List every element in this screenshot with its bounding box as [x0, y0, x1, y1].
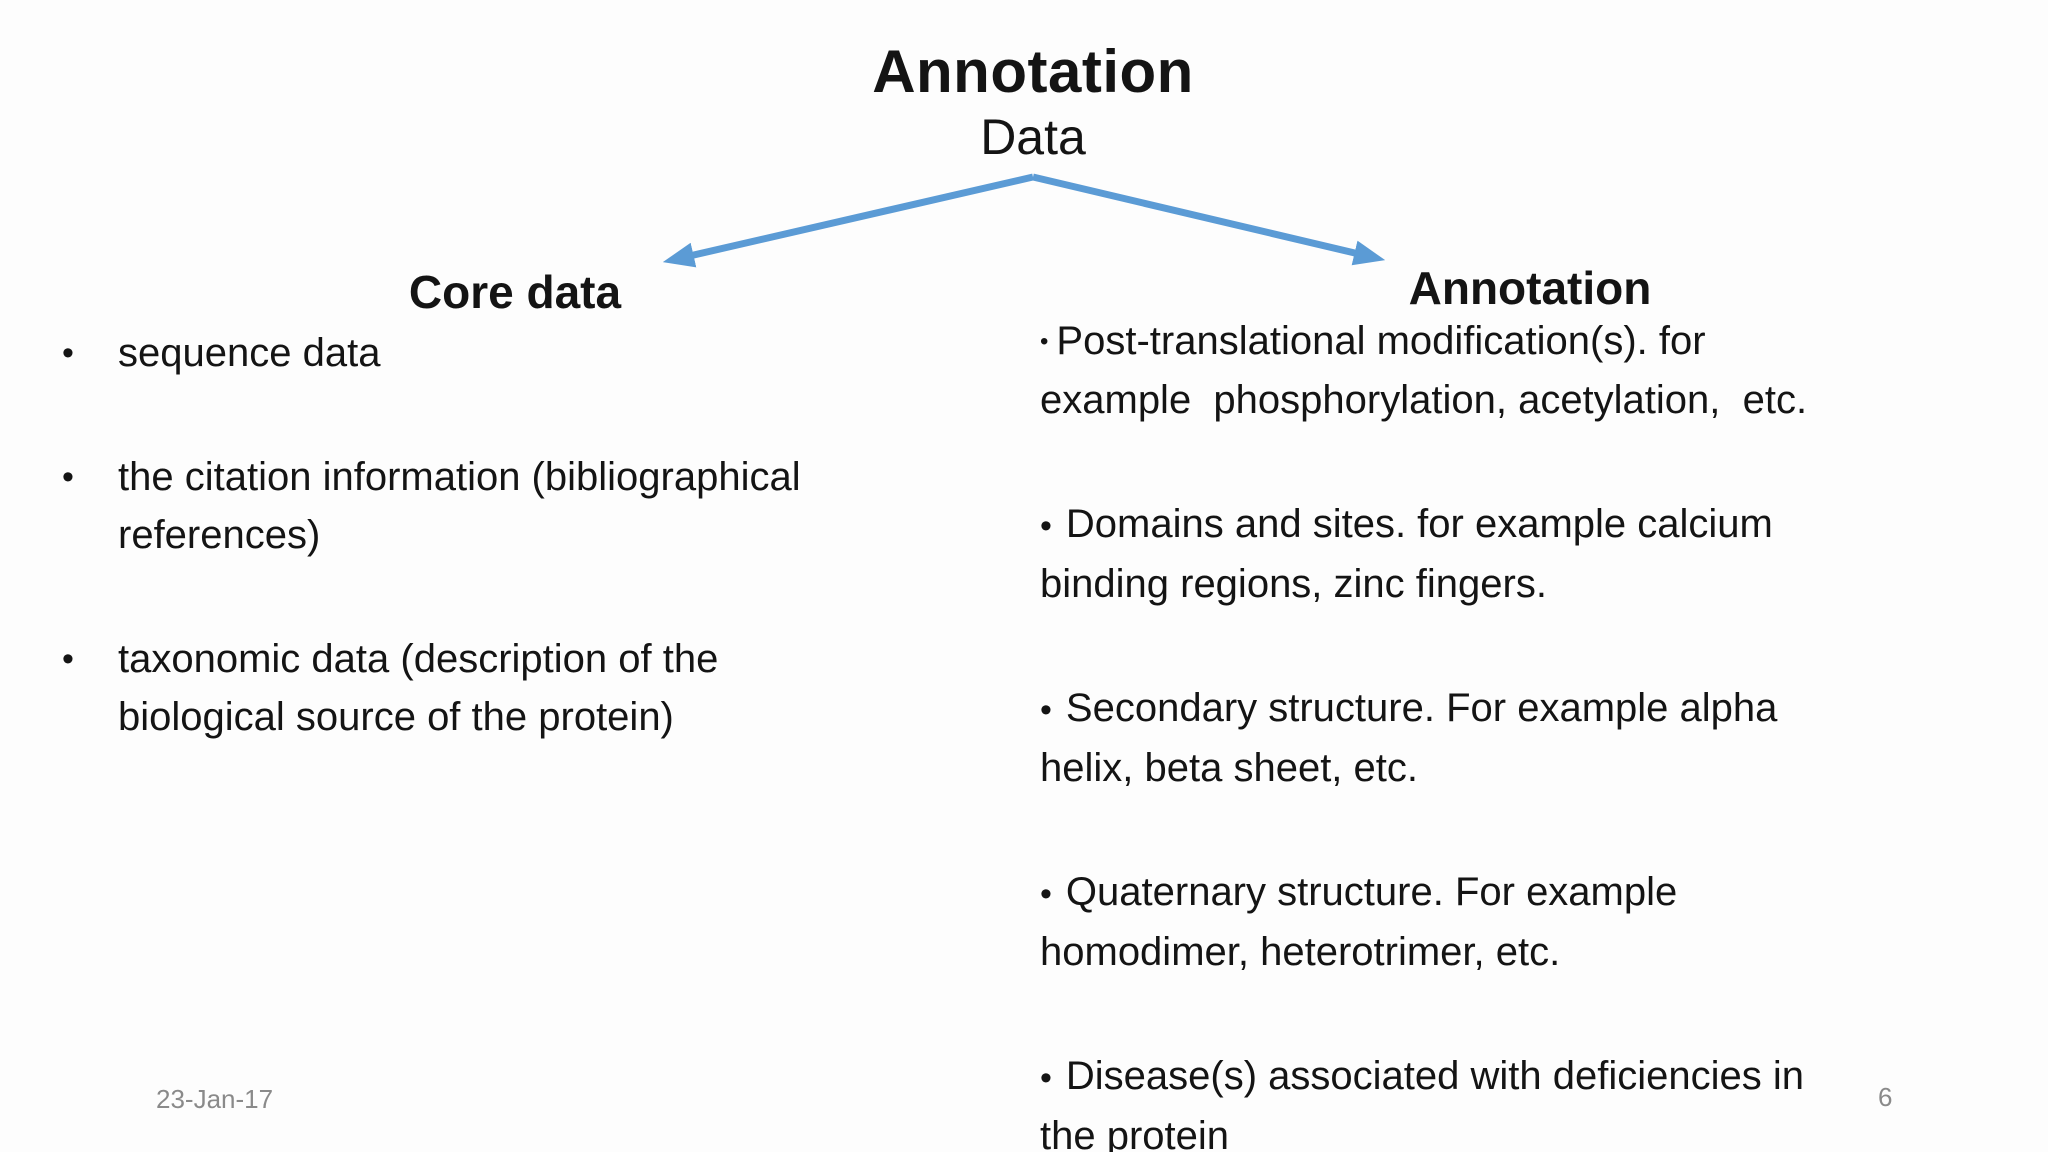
- bullet-text: Post-translational modification(s). for: [1056, 319, 1706, 363]
- left-branch-arrow: [662, 173, 1034, 268]
- bullet-text: taxonomic data (description of the biolo…: [118, 630, 990, 746]
- bullet-marker: •: [1040, 328, 1049, 355]
- bullet-line: the citation information (bibliographica…: [118, 455, 801, 499]
- list-item: • taxonomic data (description of the bio…: [40, 630, 990, 746]
- bullet-line: homodimer, heterotrimer, etc.: [1040, 930, 1561, 974]
- bullet-marker: •: [62, 334, 74, 372]
- bullet-line: • Post-translational modification(s). for: [1040, 312, 2020, 371]
- bullet-marker: •: [1040, 1059, 1052, 1097]
- bullet-text: Quaternary structure. For example: [1065, 870, 1678, 914]
- bullet-marker: •: [1040, 875, 1052, 913]
- list-item: •Secondary structure. For example alpha …: [1040, 679, 2020, 797]
- slide-date: 23-Jan-17: [156, 1084, 274, 1114]
- bullet-line: sequence data: [118, 331, 381, 375]
- title-block: Annotation Data: [0, 38, 2048, 165]
- bullet-text: sequence data: [118, 324, 990, 382]
- list-item: • sequence data: [40, 324, 990, 382]
- annotation-section: Annotation • Post-translational modificat…: [1040, 264, 2020, 1152]
- bullet-line: • Disease(s) associated with deficiencies…: [1040, 1047, 2020, 1107]
- bullet-line: example phosphorylation, acetylation, et…: [1040, 378, 1808, 422]
- core-data-section: Core data • sequence data • the citation…: [40, 268, 990, 812]
- bullet-text: Secondary structure. For example alpha: [1065, 686, 1778, 730]
- bullet-marker: •: [62, 640, 74, 678]
- annotation-list: • Post-translational modification(s). for…: [1040, 312, 2020, 1152]
- list-item: • Disease(s) associated with deficiencies…: [1040, 1047, 2020, 1152]
- bullet-line: binding regions, zinc fingers.: [1040, 562, 1547, 606]
- bullet-line: biological source of the protein): [118, 695, 674, 739]
- list-item: • Quaternary structure. For example homod…: [1040, 863, 2020, 981]
- bullet-line: • Domains and sites. for example calcium: [1040, 495, 2020, 555]
- bullet-text: Domains and sites. for example calcium: [1065, 502, 1773, 546]
- slide-title: Annotation: [872, 38, 1194, 105]
- bullet-line: the protein: [1040, 1114, 1230, 1152]
- bullet-line: • Quaternary structure. For example: [1040, 863, 2020, 923]
- list-item: • Post-translational modification(s). for…: [1040, 312, 2020, 429]
- core-data-heading: Core data: [408, 266, 622, 318]
- slide-page-number: 6: [1878, 1082, 1893, 1112]
- bullet-text: Disease(s) associated with deficiencies …: [1065, 1054, 1805, 1098]
- right-branch-arrow: [1032, 173, 1386, 266]
- bullet-marker: •: [62, 458, 74, 496]
- bullet-line: taxonomic data (description of the: [118, 637, 719, 681]
- list-item: •Domains and sites. for example calcium …: [1040, 495, 2020, 613]
- bullet-marker: •: [1040, 691, 1052, 729]
- slide-subtitle: Data: [980, 109, 1086, 165]
- annotation-heading: Annotation: [1408, 262, 1652, 314]
- bullet-text: the citation information (bibliographica…: [118, 448, 990, 564]
- bullet-line: references): [118, 513, 321, 557]
- bullet-line: helix, beta sheet, etc.: [1040, 746, 1419, 790]
- bullet-line: • Secondary structure. For example alpha: [1040, 679, 2020, 739]
- core-data-list: • sequence data • the citation informati…: [40, 324, 990, 746]
- list-item: • the citation information (bibliographi…: [40, 448, 990, 564]
- bullet-marker: •: [1040, 507, 1052, 545]
